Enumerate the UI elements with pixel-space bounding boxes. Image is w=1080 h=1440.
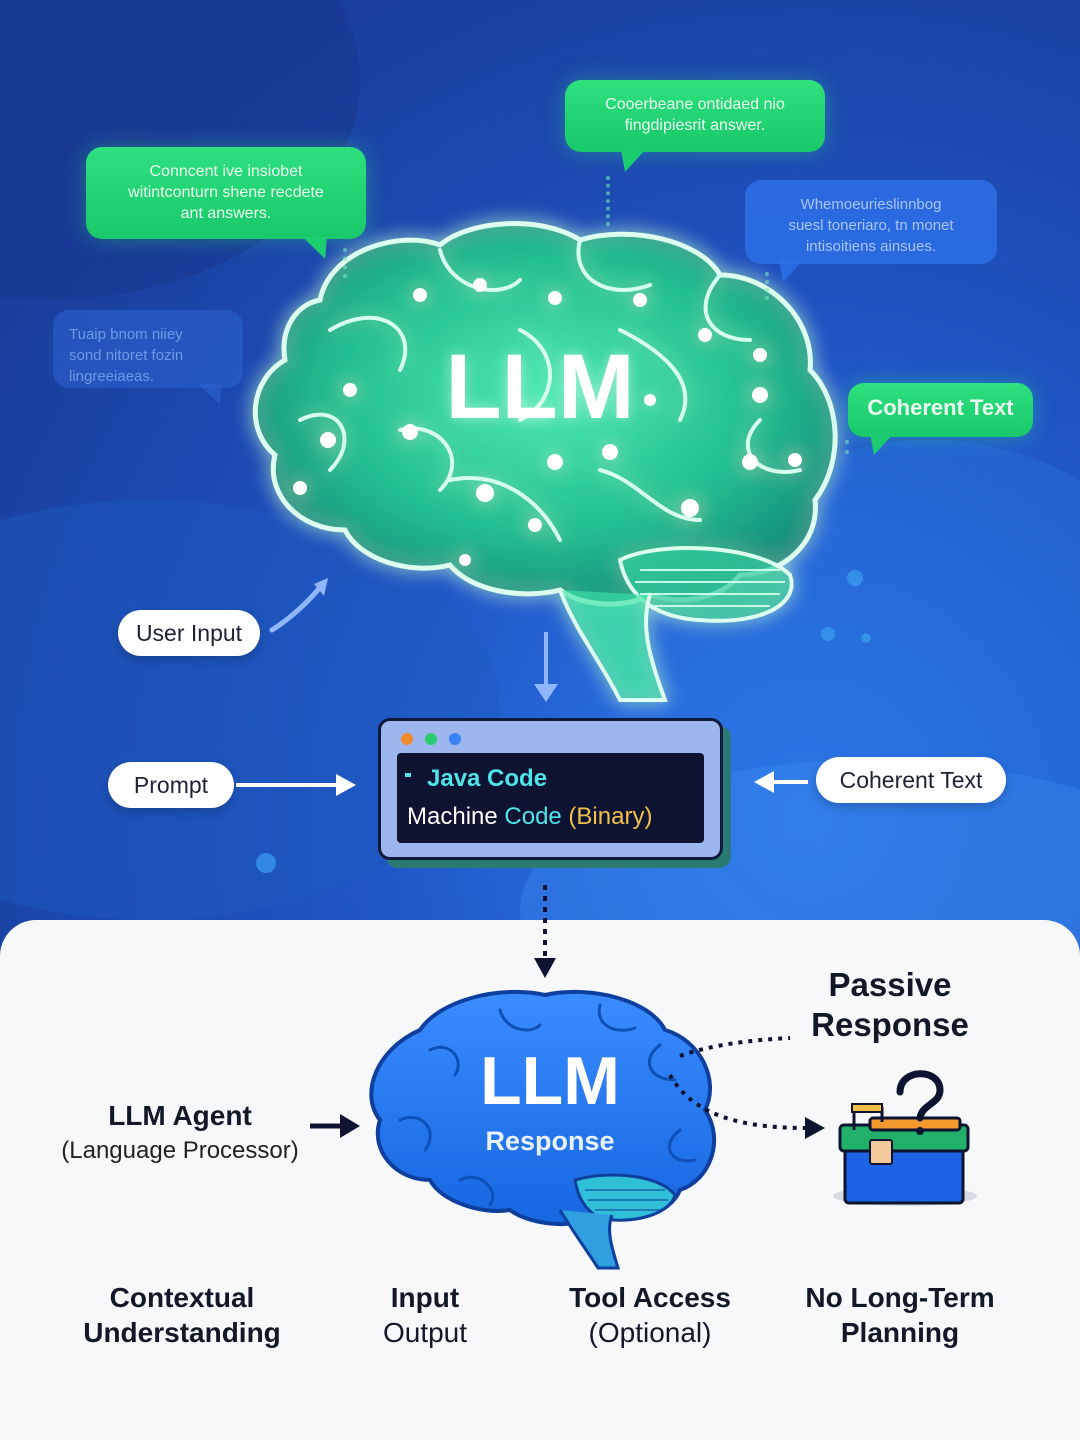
toolbox-question-icon	[833, 1070, 977, 1206]
user-input-pill: User Input	[118, 610, 260, 656]
toolbox-dotted-line	[668, 1074, 806, 1130]
agent-title: LLM Agent	[108, 1100, 252, 1131]
code-line-java: Java Code	[427, 765, 548, 792]
feature-rest: Understanding	[83, 1317, 281, 1348]
prompt-pill: Prompt	[108, 762, 234, 808]
dotted-connector	[765, 272, 769, 300]
passive-line: Response	[811, 1006, 969, 1043]
coherent-text-pill: Coherent Text	[816, 757, 1006, 803]
code-text: (Binary)	[561, 803, 653, 830]
code-line-machine: Machine Code (Binary)	[407, 803, 652, 831]
feature-rest: Planning	[840, 1317, 960, 1348]
window-dot-orange	[401, 733, 413, 745]
bottom-brain-icon	[369, 990, 716, 1270]
bubble-text: Conncent ive insiobet witintconturn shen…	[128, 163, 324, 222]
feature-contextual: Contextual Understanding	[62, 1280, 302, 1350]
speech-bubble-mid-right: Whemoeurieslinnbog suesl toneriaro, tn m…	[745, 180, 997, 282]
feature-bold: Input	[390, 1282, 460, 1313]
bottom-brain-label: LLM	[480, 1043, 620, 1119]
feature-rest: (Optional)	[588, 1317, 712, 1348]
decor-dots	[256, 570, 871, 873]
feature-rest: Output	[382, 1317, 468, 1348]
passive-response-label: Passive Response	[790, 965, 990, 1045]
feature-tool-access: Tool Access (Optional)	[545, 1280, 755, 1350]
bubble-text: Tuaip bnom niiey sond nitoret fozin ling…	[69, 326, 184, 385]
bubble-text: Coherent Text	[867, 395, 1014, 420]
dotted-connector	[343, 248, 347, 278]
feature-bold: Contextual	[109, 1282, 255, 1313]
feature-bold: No Long-Term	[805, 1282, 995, 1313]
bubble-text: Whemoeurieslinnbog suesl toneriaro, tn m…	[788, 196, 954, 255]
passive-line: Passive	[828, 966, 952, 1003]
dotted-connector	[845, 440, 849, 454]
bubble-text: Cooerbeane ontidaed nio fingdipiesrit an…	[605, 96, 785, 134]
top-brain-label: LLM	[445, 336, 635, 438]
feature-no-planning: No Long-Term Planning	[780, 1280, 1020, 1350]
dotted-connector	[606, 176, 610, 226]
user-input-arrow-icon	[269, 582, 325, 633]
speech-bubble-top-right: Cooerbeane ontidaed nio fingdipiesrit an…	[565, 80, 825, 172]
code-text: Machine	[407, 803, 505, 830]
code-text: Code	[504, 803, 562, 830]
code-window: Java Code Machine Code (Binary)	[378, 718, 723, 860]
agent-subtitle: (Language Processor)	[61, 1137, 299, 1164]
code-screen: Java Code Machine Code (Binary)	[397, 753, 704, 843]
speech-bubble-coherent-text: Coherent Text	[848, 383, 1033, 455]
feature-bold: Tool Access	[569, 1282, 731, 1313]
window-dot-green	[425, 733, 437, 745]
window-dot-blue	[449, 733, 461, 745]
speech-bubble-mid-left: Tuaip bnom niiey sond nitoret fozin ling…	[53, 310, 243, 404]
passive-dotted-line	[679, 1036, 791, 1058]
top-brain-icon	[252, 221, 838, 702]
bottom-brain-sublabel: Response	[485, 1126, 615, 1156]
speech-bubble-top-left: Conncent ive insiobet witintconturn shen…	[86, 147, 366, 259]
code-caret	[405, 773, 411, 777]
feature-input-output: Input Output	[350, 1280, 500, 1350]
